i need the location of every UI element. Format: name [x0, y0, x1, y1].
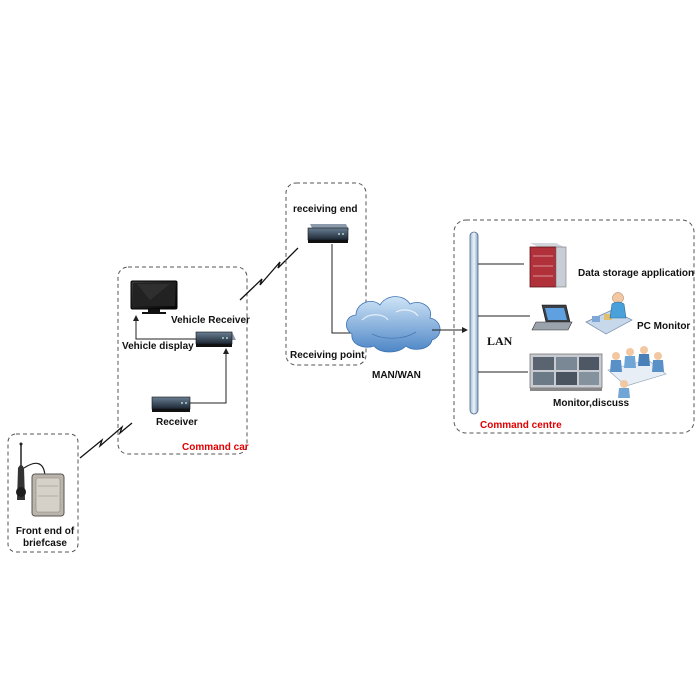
- vehicle-receiver-label: Vehicle Receiver: [171, 315, 250, 326]
- vehicle-receiver-device-icon: [195, 331, 236, 347]
- wireless-link-1: [79, 422, 133, 459]
- receiving-point-box: [285, 182, 367, 366]
- vehicle-display-tv-icon: [130, 280, 178, 314]
- command-car-title: Command car: [182, 442, 249, 453]
- lan-label: LAN: [487, 334, 513, 348]
- cloud-to-lan-connector: [432, 327, 468, 333]
- command-car-connectors: [133, 315, 229, 404]
- receiving-end-label: receiving end: [293, 204, 357, 215]
- briefcase-label-line2: briefcase: [23, 538, 67, 549]
- wireless-link-2: [239, 247, 299, 301]
- laptop-icon: [531, 304, 573, 331]
- receiving-end-device-icon: [307, 224, 349, 243]
- briefcase-group: Front end of briefcase: [7, 433, 79, 553]
- command-centre-box: [453, 219, 695, 434]
- command-car-group: Vehicle Receiver Vehicle display Receive…: [117, 266, 250, 455]
- video-wall-icon: [529, 353, 603, 391]
- pc-monitor-operator-icon: [585, 292, 633, 335]
- lan-bus: [469, 231, 479, 415]
- man-wan-cloud-icon: [346, 296, 441, 353]
- data-storage-server-icon: [529, 243, 567, 288]
- receiver-label: Receiver: [156, 417, 198, 428]
- receiver-device-icon: [151, 396, 191, 412]
- receiving-point-title: Receiving point: [290, 350, 365, 361]
- discussion-group-icon: [607, 346, 667, 398]
- data-storage-label: Data storage application: [578, 268, 694, 279]
- man-wan-label: MAN/WAN: [372, 370, 421, 381]
- command-centre-title: Command centre: [480, 420, 562, 431]
- vehicle-display-label: Vehicle display: [122, 341, 194, 352]
- briefcase-device-icon: [16, 442, 65, 517]
- briefcase-label-line1: Front end of: [16, 526, 75, 537]
- command-centre-group: LAN Data storage application: [453, 219, 695, 434]
- pc-monitor-label: PC Monitor: [637, 321, 690, 332]
- receiving-point-group: receiving end Receiving point: [285, 182, 370, 366]
- monitor-discuss-label: Monitor,discuss: [553, 398, 630, 409]
